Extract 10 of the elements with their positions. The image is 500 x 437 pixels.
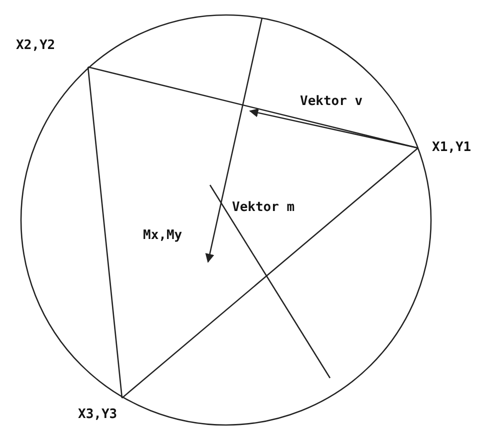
vector-arrow (205, 18, 263, 263)
point-label: X3,Y3 (78, 407, 118, 423)
point-label: X2,Y2 (16, 38, 56, 54)
triangle-side (122, 148, 418, 398)
point-label: Mx,My (143, 228, 182, 244)
point-label: X1,Y1 (432, 140, 472, 156)
edge-label: Vektor m (232, 200, 295, 216)
vector-arrow (249, 108, 418, 149)
edge-label: Vektor v (300, 94, 363, 110)
triangle-side (87, 66, 123, 398)
